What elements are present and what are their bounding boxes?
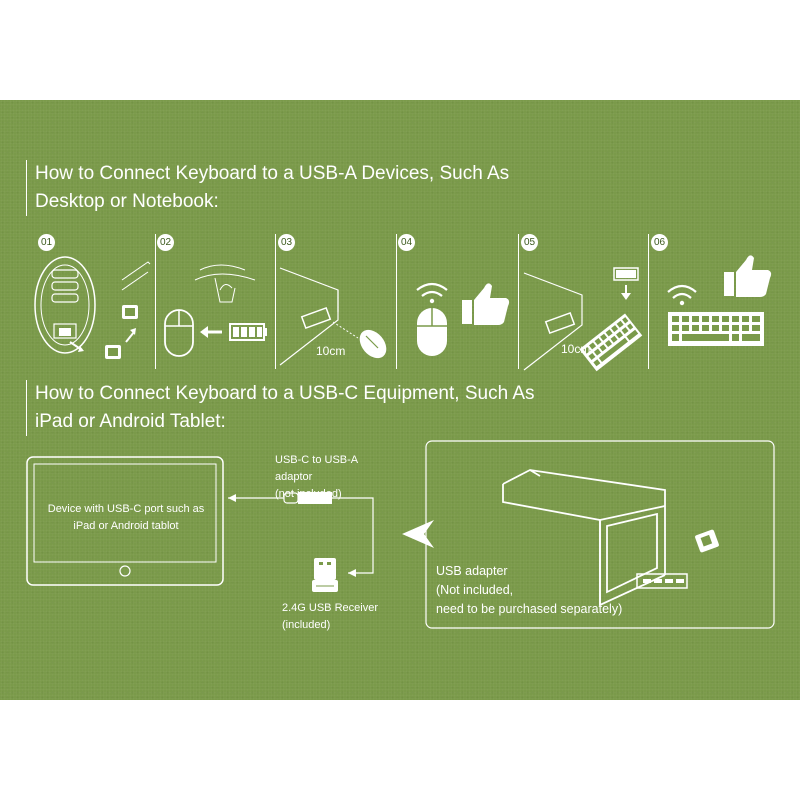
receiver-label: 2.4G USB Receiver (included) bbox=[282, 600, 392, 634]
tablet-icon bbox=[26, 456, 224, 586]
section2-title-line1: How to Connect Keyboard to a USB-C Equip… bbox=[35, 383, 535, 404]
keyboard-connected-icon bbox=[667, 284, 764, 346]
step-divider bbox=[648, 234, 649, 369]
step-divider bbox=[275, 234, 276, 369]
instruction-panel: How to Connect Keyboard to a USB-A Devic… bbox=[0, 100, 800, 700]
thumbs-up-icon bbox=[724, 255, 772, 297]
adaptor-label-line1: USB-C to USB-A adaptor bbox=[275, 454, 358, 483]
step-number-05: 05 bbox=[521, 234, 538, 251]
mouse-battery-icon bbox=[164, 264, 267, 357]
section2-title-line2: iPad or Android Tablet: bbox=[35, 411, 226, 432]
usb-c-adaptor-icon bbox=[228, 492, 374, 577]
step-divider bbox=[518, 234, 519, 369]
tablet-device-label: Device with USB-C port such as iPad or A… bbox=[47, 503, 205, 532]
distance-label: 10cm bbox=[561, 342, 591, 356]
mouse-connected-icon bbox=[416, 282, 448, 356]
step-number-03: 03 bbox=[278, 234, 295, 251]
step-number-06: 06 bbox=[651, 234, 668, 251]
step-divider bbox=[155, 234, 156, 369]
distance-label: 10cm bbox=[316, 344, 346, 358]
usb-receiver-icon bbox=[312, 558, 338, 592]
mouse-underside-icon bbox=[34, 256, 151, 359]
section1-title-line1: How to Connect Keyboard to a USB-A Devic… bbox=[35, 163, 510, 184]
usb-adapter-label-line2: (Not included, bbox=[436, 583, 514, 597]
receiver-label-line2: (included) bbox=[282, 619, 331, 631]
computer-receiver-mouse-icon bbox=[279, 267, 387, 366]
section1-title: How to Connect Keyboard to a USB-A Devic… bbox=[26, 160, 509, 216]
thumbs-up-icon bbox=[462, 283, 510, 325]
usb-adapter-label-line1: USB adapter bbox=[436, 564, 508, 578]
computer-receiver-keyboard-icon bbox=[523, 267, 643, 372]
step-number-04: 04 bbox=[398, 234, 415, 251]
usb-adapter-box bbox=[425, 440, 775, 629]
step-number-01: 01 bbox=[38, 234, 55, 251]
usb-adapter-label-line3: need to be purchased separately) bbox=[436, 602, 623, 616]
receiver-label-line1: 2.4G USB Receiver bbox=[282, 602, 378, 614]
usb-adapter-label: USB adapter (Not included, need to be pu… bbox=[436, 562, 666, 619]
section1-title-line2: Desktop or Notebook: bbox=[35, 191, 219, 212]
step-number-02: 02 bbox=[157, 234, 174, 251]
step-divider bbox=[396, 234, 397, 369]
section2-title: How to Connect Keyboard to a USB-C Equip… bbox=[26, 380, 535, 436]
